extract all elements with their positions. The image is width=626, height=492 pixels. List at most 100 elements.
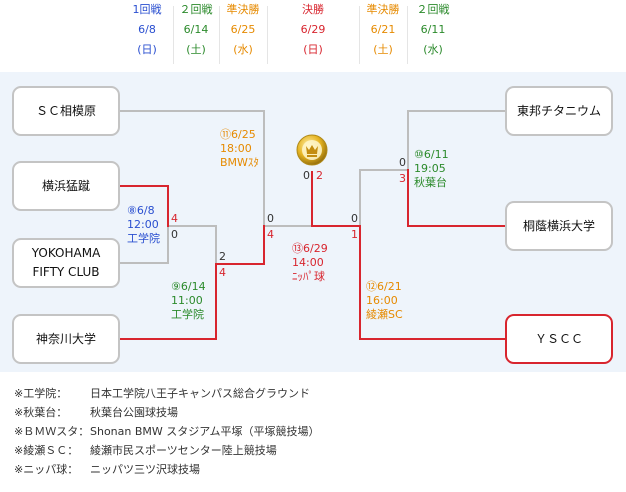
round-day: (水): [233, 43, 253, 56]
line-yokohama-moshu: [119, 185, 169, 227]
round-label: 準決勝: [226, 3, 260, 16]
round-date: 6/8: [138, 23, 156, 36]
venue-key: ※綾瀬ＳＣ：: [14, 444, 79, 457]
round-day: (日): [303, 43, 323, 56]
team-yscc[interactable]: ＹＳＣＣ: [505, 314, 613, 364]
line-yscc: [359, 225, 507, 340]
round-day: (土): [186, 43, 206, 56]
match-date: 6/8: [136, 204, 155, 217]
venue-key: ※秋葉台：: [14, 406, 68, 419]
header-semi-right: 準決勝 6/21 (土): [359, 0, 407, 70]
venue-note: ※綾瀬ＳＣ： 綾瀬市民スポーツセンター陸上競技場: [14, 441, 320, 460]
venue-value: ニッパツ三ツ沢球技場: [90, 463, 200, 476]
score-m8-bottom: 0: [171, 228, 178, 241]
venue-value: 日本工学院八王子キャンパス総合グラウンド: [90, 387, 310, 400]
score-m13-left: 0: [303, 169, 310, 182]
match-8-info: ⑧6/8 12:00 工学院: [127, 204, 160, 246]
score-m10-bottom: 3: [399, 172, 406, 185]
score-m9-bottom: 4: [219, 266, 226, 279]
match-13-info: ⑬6/29 14:00 ﾆｯﾊﾟ球: [292, 242, 328, 284]
match-time: 11:00: [171, 294, 203, 307]
round-day: (日): [137, 43, 157, 56]
team-name: ＹＳＣＣ: [534, 331, 583, 346]
match-venue: 工学院: [171, 308, 204, 321]
team-sc-sagamihara[interactable]: ＳＣ相模原: [12, 86, 120, 136]
match-time: 18:00: [220, 142, 252, 155]
match-number: ⑨: [171, 280, 181, 293]
round-day: (水): [423, 43, 443, 56]
header-final: 決勝 6/29 (日): [267, 0, 359, 70]
venue-note: ※ニッパ球： ニッパツ三ツ沢球技場: [14, 460, 320, 479]
venue-note: ※ＢＭＷスタ：Shonan BMW スタジアム平塚（平塚競技場）: [14, 422, 320, 441]
match-venue: 綾瀬SC: [366, 308, 403, 321]
venue-note: ※秋葉台： 秋葉台公園球技場: [14, 403, 320, 422]
score-m10-top: 0: [399, 156, 406, 169]
round-label: ２回戦: [179, 3, 213, 16]
match-date: 6/21: [377, 280, 402, 293]
match-venue: BMWｽﾀ: [220, 156, 259, 169]
venue-key: ※工学院：: [14, 387, 68, 400]
team-name: 横浜猛蹴: [41, 178, 90, 193]
match-venue: ﾆｯﾊﾟ球: [292, 270, 325, 283]
match-date: 6/25: [231, 128, 256, 141]
team-name: 東邦チタニウム: [516, 103, 601, 118]
match-12-info: ⑫6/21 16:00 綾瀬SC: [366, 280, 403, 322]
match-time: 19:05: [414, 162, 446, 175]
round-day: (土): [373, 43, 393, 56]
venue-value: 秋葉台公園球技場: [90, 406, 178, 419]
match-number: ⑧: [127, 204, 137, 217]
team-name: 神奈川大学: [35, 331, 96, 346]
match-date: 6/14: [180, 280, 206, 293]
line-toho: [407, 110, 507, 171]
header-round-2-left: ２回戦 6/14 (土): [173, 0, 219, 70]
score-m12-top: 0: [351, 212, 358, 225]
match-11-info: ⑪6/25 18:00 BMWｽﾀ: [220, 128, 259, 170]
score-m8-top: 4: [171, 212, 178, 225]
venue-key: ※ニッパ球：: [14, 463, 79, 476]
header-divider: [219, 6, 220, 64]
score-m11-bottom: 4: [267, 228, 274, 241]
team-toho-titanium[interactable]: 東邦チタニウム: [505, 86, 613, 136]
line-yokohama-fifty: [119, 225, 169, 264]
venue-value: 綾瀬市民スポーツセンター陸上競技場: [90, 444, 277, 457]
line-final-right: [311, 171, 361, 227]
venue-key: ※ＢＭＷスタ：: [14, 425, 90, 438]
match-number: ⑪: [220, 128, 231, 141]
team-name-line-2: FIFTY CLUB: [32, 265, 100, 279]
header-divider: [407, 6, 408, 64]
match-time: 12:00: [127, 218, 159, 231]
match-9-info: ⑨6/14 11:00 工学院: [171, 280, 206, 322]
match-date: 6/29: [303, 242, 328, 255]
round-label: 準決勝: [366, 3, 400, 16]
match-number: ⑫: [366, 280, 377, 293]
round-date: 6/25: [230, 23, 256, 36]
score-m13-right: 2: [316, 169, 323, 182]
team-name-line-1: YOKOHAMA: [31, 246, 101, 260]
venue-note: ※工学院： 日本工学院八王子キャンパス総合グラウンド: [14, 384, 320, 403]
header-round-2-right: ２回戦 6/11 (水): [407, 0, 459, 70]
team-yokohama-moshu[interactable]: 横浜猛蹴: [12, 161, 120, 211]
header-round-1: 1回戦 6/8 (日): [121, 0, 173, 70]
round-date: 6/11: [420, 23, 446, 36]
team-kanagawa-univ[interactable]: 神奈川大学: [12, 314, 120, 364]
header-divider: [173, 6, 174, 64]
line-toin: [407, 169, 507, 227]
trophy-icon: [296, 134, 328, 166]
round-date: 6/21: [370, 23, 396, 36]
line-kanagawa: [119, 263, 217, 340]
team-toin-yokohama-univ[interactable]: 桐蔭横浜大学: [505, 201, 613, 251]
score-m9-top: 2: [219, 250, 226, 263]
team-name: ＳＣ相模原: [35, 103, 96, 118]
venue-value: Shonan BMW スタジアム平塚（平塚競技場）: [90, 425, 320, 438]
match-time: 14:00: [292, 256, 324, 269]
match-venue: 秋葉台: [414, 176, 447, 189]
header-divider: [267, 6, 268, 64]
match-time: 16:00: [366, 294, 398, 307]
match-number: ⑬: [292, 242, 303, 255]
venue-notes: ※工学院：日本工学院八王子キャンパス総合グラウンド ※秋葉台：秋葉台公園球技場 …: [14, 384, 320, 479]
match-venue: 工学院: [127, 232, 160, 245]
team-yokohama-fifty-club[interactable]: YOKOHAMA FIFTY CLUB: [12, 238, 120, 288]
match-date: 6/11: [423, 148, 449, 161]
round-date: 6/29: [300, 23, 326, 36]
